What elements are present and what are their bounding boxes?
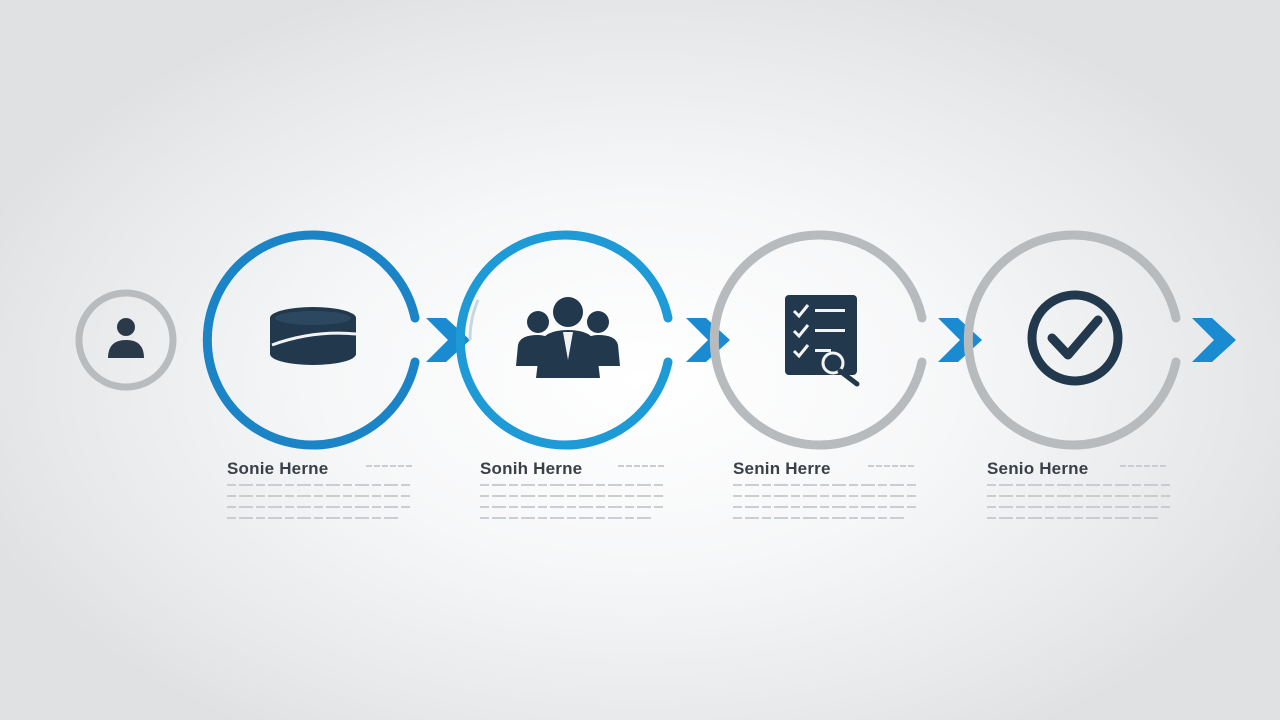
step-2-placeholder-lines <box>480 484 666 528</box>
placeholder-line <box>733 506 919 508</box>
placeholder-line <box>227 517 399 519</box>
step-1-placeholder-lines <box>227 484 413 528</box>
user-icon <box>108 318 144 358</box>
arrow-2 <box>686 318 730 362</box>
step-2-node <box>455 230 673 450</box>
step-4-node <box>963 230 1181 450</box>
step-1-node <box>202 230 420 450</box>
placeholder-line <box>733 517 905 519</box>
step-4-placeholder-text <box>1120 465 1168 467</box>
placeholder-line <box>480 517 652 519</box>
step-2-placeholder-text <box>618 465 666 467</box>
placeholder-line <box>227 484 413 486</box>
placeholder-line <box>987 484 1173 486</box>
step-4-label: Senio Herne <box>987 459 1089 478</box>
step-2-label: Sonih Herne <box>480 459 583 478</box>
checkmark-icon <box>1027 290 1123 386</box>
arrow-4 <box>1192 318 1236 362</box>
placeholder-line <box>480 495 666 497</box>
database-icon <box>270 307 357 365</box>
placeholder-line <box>733 495 919 497</box>
placeholder-line <box>227 506 413 508</box>
placeholder-line <box>227 495 413 497</box>
start-node <box>75 289 177 391</box>
step-3-label: Senin Herre <box>733 459 831 478</box>
placeholder-line <box>480 506 666 508</box>
step-3-placeholder-lines <box>733 484 919 528</box>
placeholder-line <box>987 495 1173 497</box>
placeholder-line <box>480 484 666 486</box>
step-1-placeholder-text <box>366 465 414 467</box>
arrow-1 <box>426 318 470 362</box>
step-3-placeholder-text <box>868 465 916 467</box>
step-3-node <box>709 230 927 450</box>
step-4-placeholder-lines <box>987 484 1173 528</box>
step-1-label: Sonie Herne <box>227 459 329 478</box>
placeholder-line <box>987 517 1159 519</box>
placeholder-line <box>733 484 919 486</box>
placeholder-line <box>987 506 1173 508</box>
checklist-search-icon <box>785 295 860 387</box>
arrow-3 <box>938 318 982 362</box>
team-icon <box>516 297 620 378</box>
